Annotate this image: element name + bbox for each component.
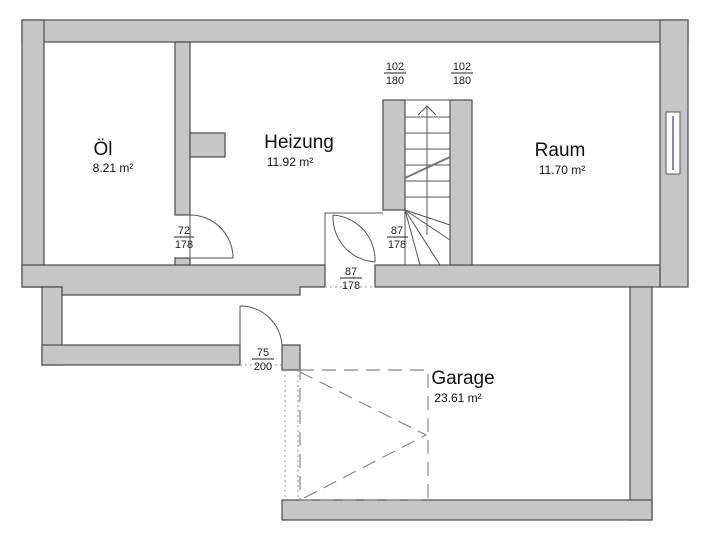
walls [21, 19, 689, 521]
opening-label: 102 180 [451, 61, 473, 87]
wall-oel-heizung [174, 41, 191, 216]
room-name: Raum [535, 140, 586, 161]
wall-raum-bottom [374, 264, 661, 288]
opening-label: 102 180 [384, 61, 406, 87]
wall-garage-right [629, 286, 653, 521]
opening-width: 102 [453, 61, 471, 73]
opening-height: 180 [453, 75, 471, 87]
opening-width: 87 [391, 225, 403, 237]
opening-width: 75 [257, 347, 269, 359]
room-name: Garage [431, 368, 494, 389]
wall-heizung-bottom [21, 264, 326, 296]
opening-width: 102 [386, 61, 404, 73]
opening-width: 72 [178, 225, 190, 237]
window [665, 111, 681, 175]
wall-pillar [281, 344, 301, 371]
wall-garage-bottom [281, 499, 653, 521]
opening-height: 178 [388, 239, 406, 251]
opening-height: 200 [254, 361, 272, 373]
room-area: 11.92 m² [267, 155, 313, 169]
opening-label: 87 178 [340, 266, 362, 292]
room-name: Heizung [264, 132, 334, 153]
room-garage: Garage 23.61 m² [431, 368, 494, 405]
room-raum: Raum 11.70 m² [535, 140, 586, 177]
room-area: 11.70 m² [539, 163, 585, 177]
room-name: Öl [94, 139, 113, 160]
chimney [189, 132, 226, 158]
opening-height: 178 [175, 239, 193, 251]
opening-label: 87 178 [387, 225, 408, 251]
opening-label: 75 200 [252, 347, 274, 373]
wall-left [21, 19, 45, 288]
opening-height: 178 [342, 280, 360, 292]
opening-height: 180 [386, 75, 404, 87]
wall-right [659, 19, 689, 288]
room-area: 23.61 m² [434, 391, 481, 405]
wall-stair-right [449, 99, 473, 266]
opening-width: 87 [345, 266, 357, 278]
room-oel: Öl 8.21 m² [93, 139, 134, 175]
wall-stair-left [382, 99, 406, 211]
garage-door [284, 369, 429, 501]
staircase [404, 99, 451, 266]
room-area: 8.21 m² [93, 161, 134, 175]
room-heizung: Heizung 11.92 m² [264, 132, 334, 169]
wall-top [21, 19, 689, 43]
opening-label: 72 178 [174, 225, 194, 251]
wall-corridor-bottom [41, 344, 241, 366]
